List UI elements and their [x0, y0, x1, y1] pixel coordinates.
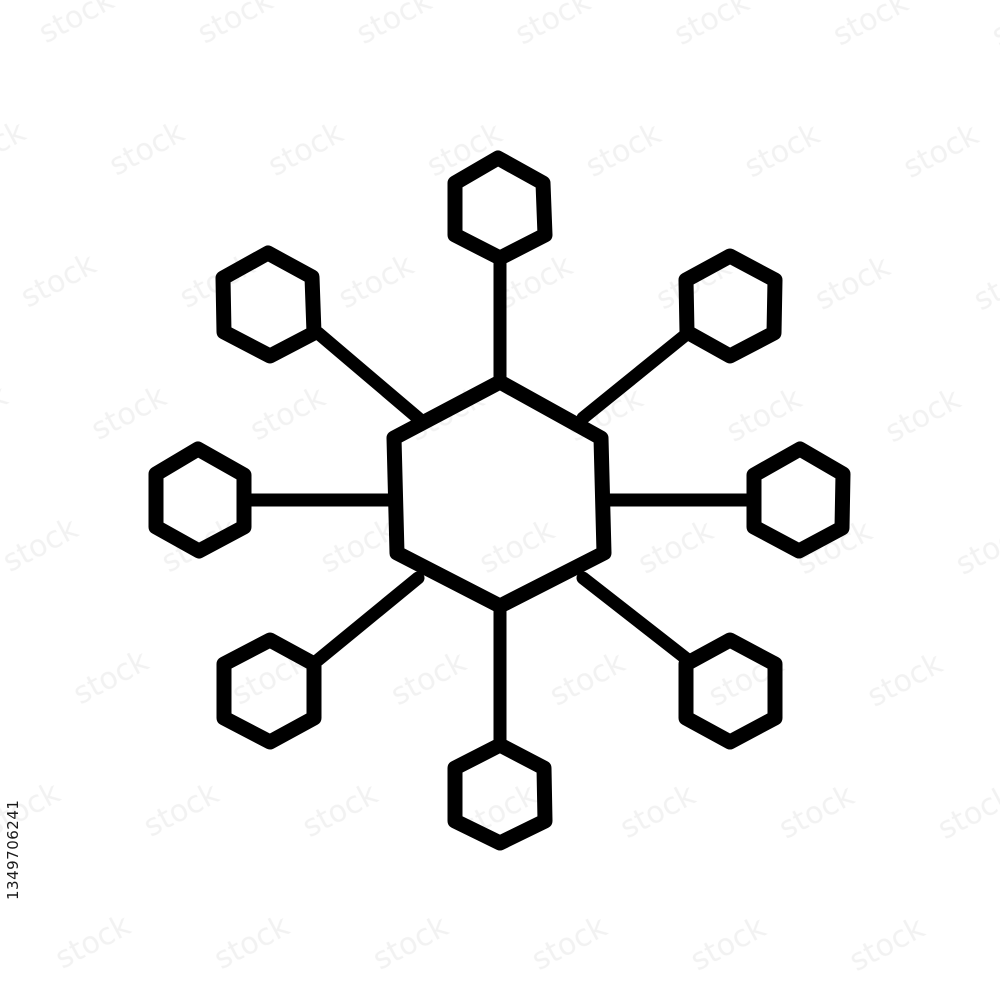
connector-top-left — [311, 326, 425, 425]
node-hexagon-bottom-left — [216, 632, 322, 750]
connector-bottom-right — [576, 571, 695, 667]
connector-top-right — [576, 326, 695, 425]
node-hexagon-left — [148, 441, 252, 559]
node-hexagon-top — [447, 150, 553, 266]
node-hexagon-top-right — [678, 248, 783, 364]
stock-image-id: 1349706241 — [4, 799, 22, 900]
node-hexagon-bottom — [447, 737, 553, 851]
node-hexagon-bottom-right — [678, 632, 783, 750]
connector-bottom-left — [311, 571, 425, 667]
node-hexagon-right — [746, 441, 851, 559]
center-hexagon — [386, 374, 612, 614]
node-hexagon-top-left — [215, 245, 322, 364]
